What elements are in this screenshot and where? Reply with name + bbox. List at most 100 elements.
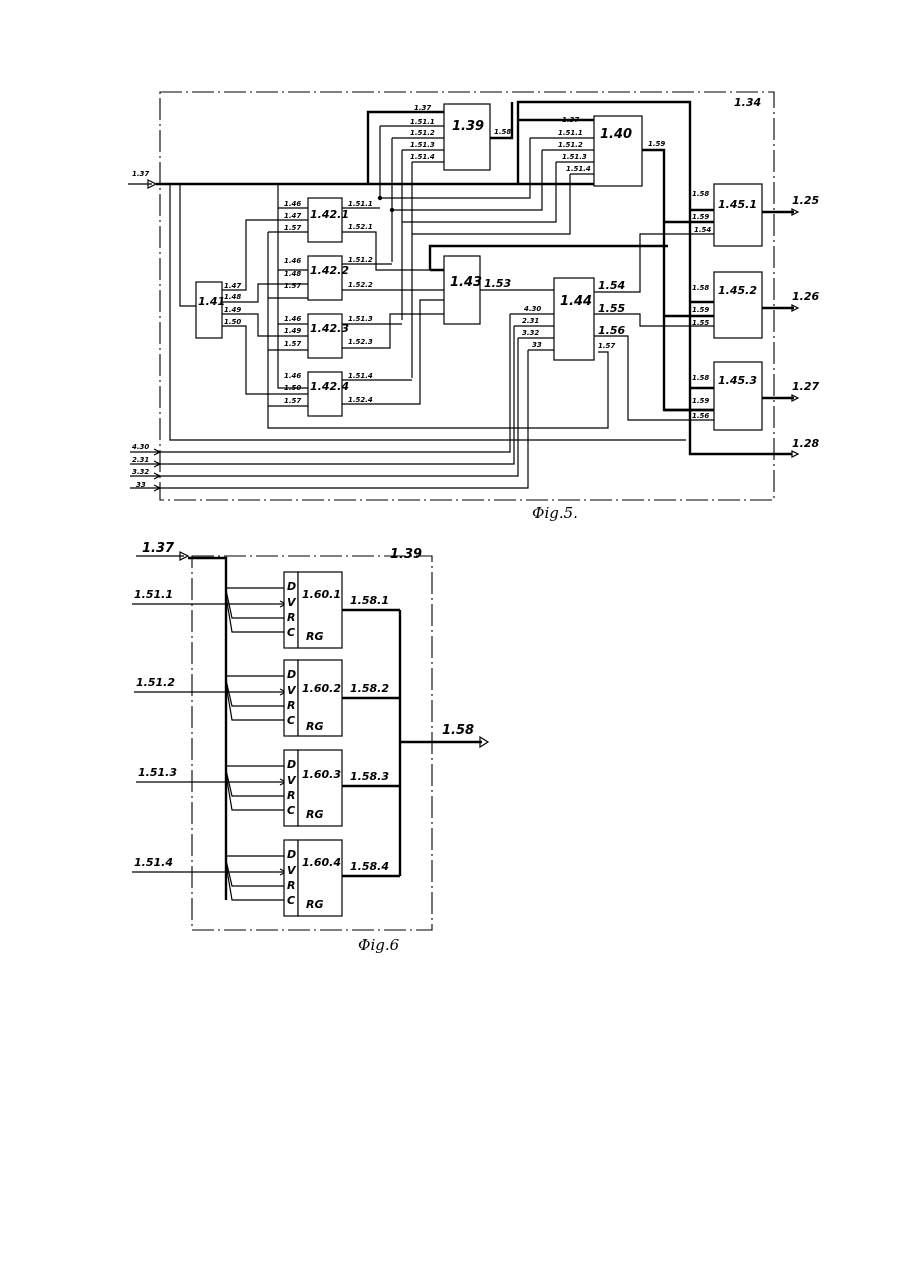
svg-text:C: C — [287, 894, 295, 907]
svg-text:1.58: 1.58 — [494, 128, 511, 136]
svg-text:D: D — [287, 848, 296, 861]
svg-text:C: C — [287, 626, 295, 639]
register-row-1: 1.51.1 D V R C 1.60.1 RG 1.58.1 — [132, 572, 400, 648]
svg-text:1.48: 1.48 — [284, 270, 301, 278]
svg-text:1.51.2: 1.51.2 — [410, 129, 435, 137]
svg-text:1.53: 1.53 — [484, 277, 511, 290]
svg-text:1.57: 1.57 — [284, 340, 301, 348]
svg-text:2.31: 2.31 — [132, 456, 149, 464]
svg-text:1.46: 1.46 — [284, 257, 301, 265]
block-1-44 — [554, 278, 594, 360]
block-1-39-label: 1.39 — [452, 119, 484, 134]
svg-text:1.51.4: 1.51.4 — [566, 165, 591, 173]
svg-text:1.51.4: 1.51.4 — [348, 372, 373, 380]
block-1-39 — [444, 104, 490, 170]
svg-text:1.25: 1.25 — [792, 194, 819, 207]
svg-text:C: C — [287, 804, 295, 817]
svg-text:1.58.1: 1.58.1 — [350, 594, 389, 607]
svg-text:1.47: 1.47 — [284, 212, 301, 220]
svg-text:D: D — [287, 668, 296, 681]
block-1-42-4-label: 1.42.4 — [310, 380, 349, 393]
frame-1-39-label: 1.39 — [390, 547, 422, 562]
svg-text:4.30: 4.30 — [132, 443, 149, 451]
block-1-45-3-label: 1.45.3 — [718, 374, 757, 387]
block-1-45-3 — [714, 362, 762, 430]
svg-text:1.58: 1.58 — [692, 284, 709, 292]
svg-text:1.57: 1.57 — [284, 397, 301, 405]
svg-text:1.37: 1.37 — [562, 116, 579, 124]
svg-text:1.51.2: 1.51.2 — [558, 141, 583, 149]
svg-text:1.46: 1.46 — [284, 200, 301, 208]
svg-text:1.57: 1.57 — [284, 282, 301, 290]
svg-text:4.30: 4.30 — [524, 305, 541, 313]
svg-text:1.52.3: 1.52.3 — [348, 338, 373, 346]
svg-text:1.58: 1.58 — [692, 190, 709, 198]
svg-text:R: R — [287, 611, 295, 624]
figure-5-caption: Фig.5. — [532, 504, 578, 522]
svg-text:1.27: 1.27 — [792, 380, 819, 393]
svg-text:1.55: 1.55 — [692, 319, 709, 327]
fig6-bus-1-37 — [188, 558, 226, 900]
svg-text:V: V — [287, 774, 297, 787]
block-1-45-1-label: 1.45.1 — [718, 198, 757, 211]
svg-text:1.51.1: 1.51.1 — [134, 588, 173, 601]
svg-text:1.51.2: 1.51.2 — [136, 676, 175, 689]
svg-text:R: R — [287, 789, 295, 802]
block-1-42-4 — [308, 372, 342, 416]
svg-text:RG: RG — [306, 630, 324, 643]
block-1-41-label: 1.41 — [198, 295, 225, 308]
svg-text:1.59: 1.59 — [648, 140, 665, 148]
block-1-43 — [444, 256, 480, 324]
svg-text:RG: RG — [306, 808, 324, 821]
svg-text:1.51.1: 1.51.1 — [410, 118, 435, 126]
svg-text:R: R — [287, 879, 295, 892]
block-1-45-2-label: 1.45.2 — [718, 284, 757, 297]
svg-text:1.37: 1.37 — [414, 104, 431, 112]
svg-text:1.58.2: 1.58.2 — [350, 682, 389, 695]
svg-text:1.60.1: 1.60.1 — [302, 588, 341, 601]
svg-text:1.52.1: 1.52.1 — [348, 223, 373, 231]
svg-text:1.56: 1.56 — [692, 412, 709, 420]
svg-text:1.51.2: 1.51.2 — [348, 256, 373, 264]
svg-text:1.57: 1.57 — [284, 224, 301, 232]
svg-text:1.48: 1.48 — [224, 293, 241, 301]
input-1-37-arrow — [128, 180, 156, 188]
figure-6: 1.39 1.37 1.51.1 D V R C 1.60.1 RG 1.58.… — [132, 541, 488, 954]
svg-text:D: D — [287, 580, 296, 593]
fig6-output-label: 1.58 — [442, 723, 474, 738]
svg-text:1.52.2: 1.52.2 — [348, 281, 373, 289]
block-1-42-2-label: 1.42.2 — [310, 264, 349, 277]
svg-text:1.57: 1.57 — [598, 342, 615, 350]
svg-text:1.59: 1.59 — [692, 397, 709, 405]
svg-text:1.46: 1.46 — [284, 315, 301, 323]
block-1-42-3 — [308, 314, 342, 358]
svg-text:1.52.4: 1.52.4 — [348, 396, 373, 404]
block-1-44-label: 1.44 — [560, 294, 592, 309]
block-1-41 — [196, 282, 222, 338]
svg-text:1.51.3: 1.51.3 — [348, 315, 373, 323]
svg-text:V: V — [287, 596, 297, 609]
svg-text:RG: RG — [306, 898, 324, 911]
svg-text:1.51.3: 1.51.3 — [138, 766, 177, 779]
svg-text:1.51.1: 1.51.1 — [348, 200, 373, 208]
figure-5: 1.34 1.37 1.39 1.37 1.51.1 1.51.2 1.51.3… — [128, 92, 819, 522]
svg-text:1.59: 1.59 — [692, 306, 709, 314]
register-row-2: 1.51.2 D V R C 1.60.2 RG 1.58.2 — [134, 660, 400, 736]
block-1-43-label: 1.43 — [450, 275, 482, 290]
svg-text:2.31: 2.31 — [522, 317, 539, 325]
block-1-42-2 — [308, 256, 342, 300]
register-row-4: 1.51.4 D V R C 1.60.4 RG 1.58.4 — [132, 840, 400, 916]
svg-text:1.28: 1.28 — [792, 437, 819, 450]
svg-text:C: C — [287, 714, 295, 727]
svg-text:3.32: 3.32 — [522, 329, 539, 337]
fig6-output-bus — [400, 610, 482, 876]
svg-text:33: 33 — [532, 341, 542, 349]
block-1-42-1-label: 1.42.1 — [310, 208, 349, 221]
svg-text:1.49: 1.49 — [284, 327, 301, 335]
svg-text:1.50: 1.50 — [224, 318, 241, 326]
svg-text:1.60.3: 1.60.3 — [302, 768, 341, 781]
svg-text:1.47: 1.47 — [224, 282, 241, 290]
input-1-37-label: 1.37 — [132, 170, 149, 178]
svg-text:1.54: 1.54 — [598, 279, 625, 292]
